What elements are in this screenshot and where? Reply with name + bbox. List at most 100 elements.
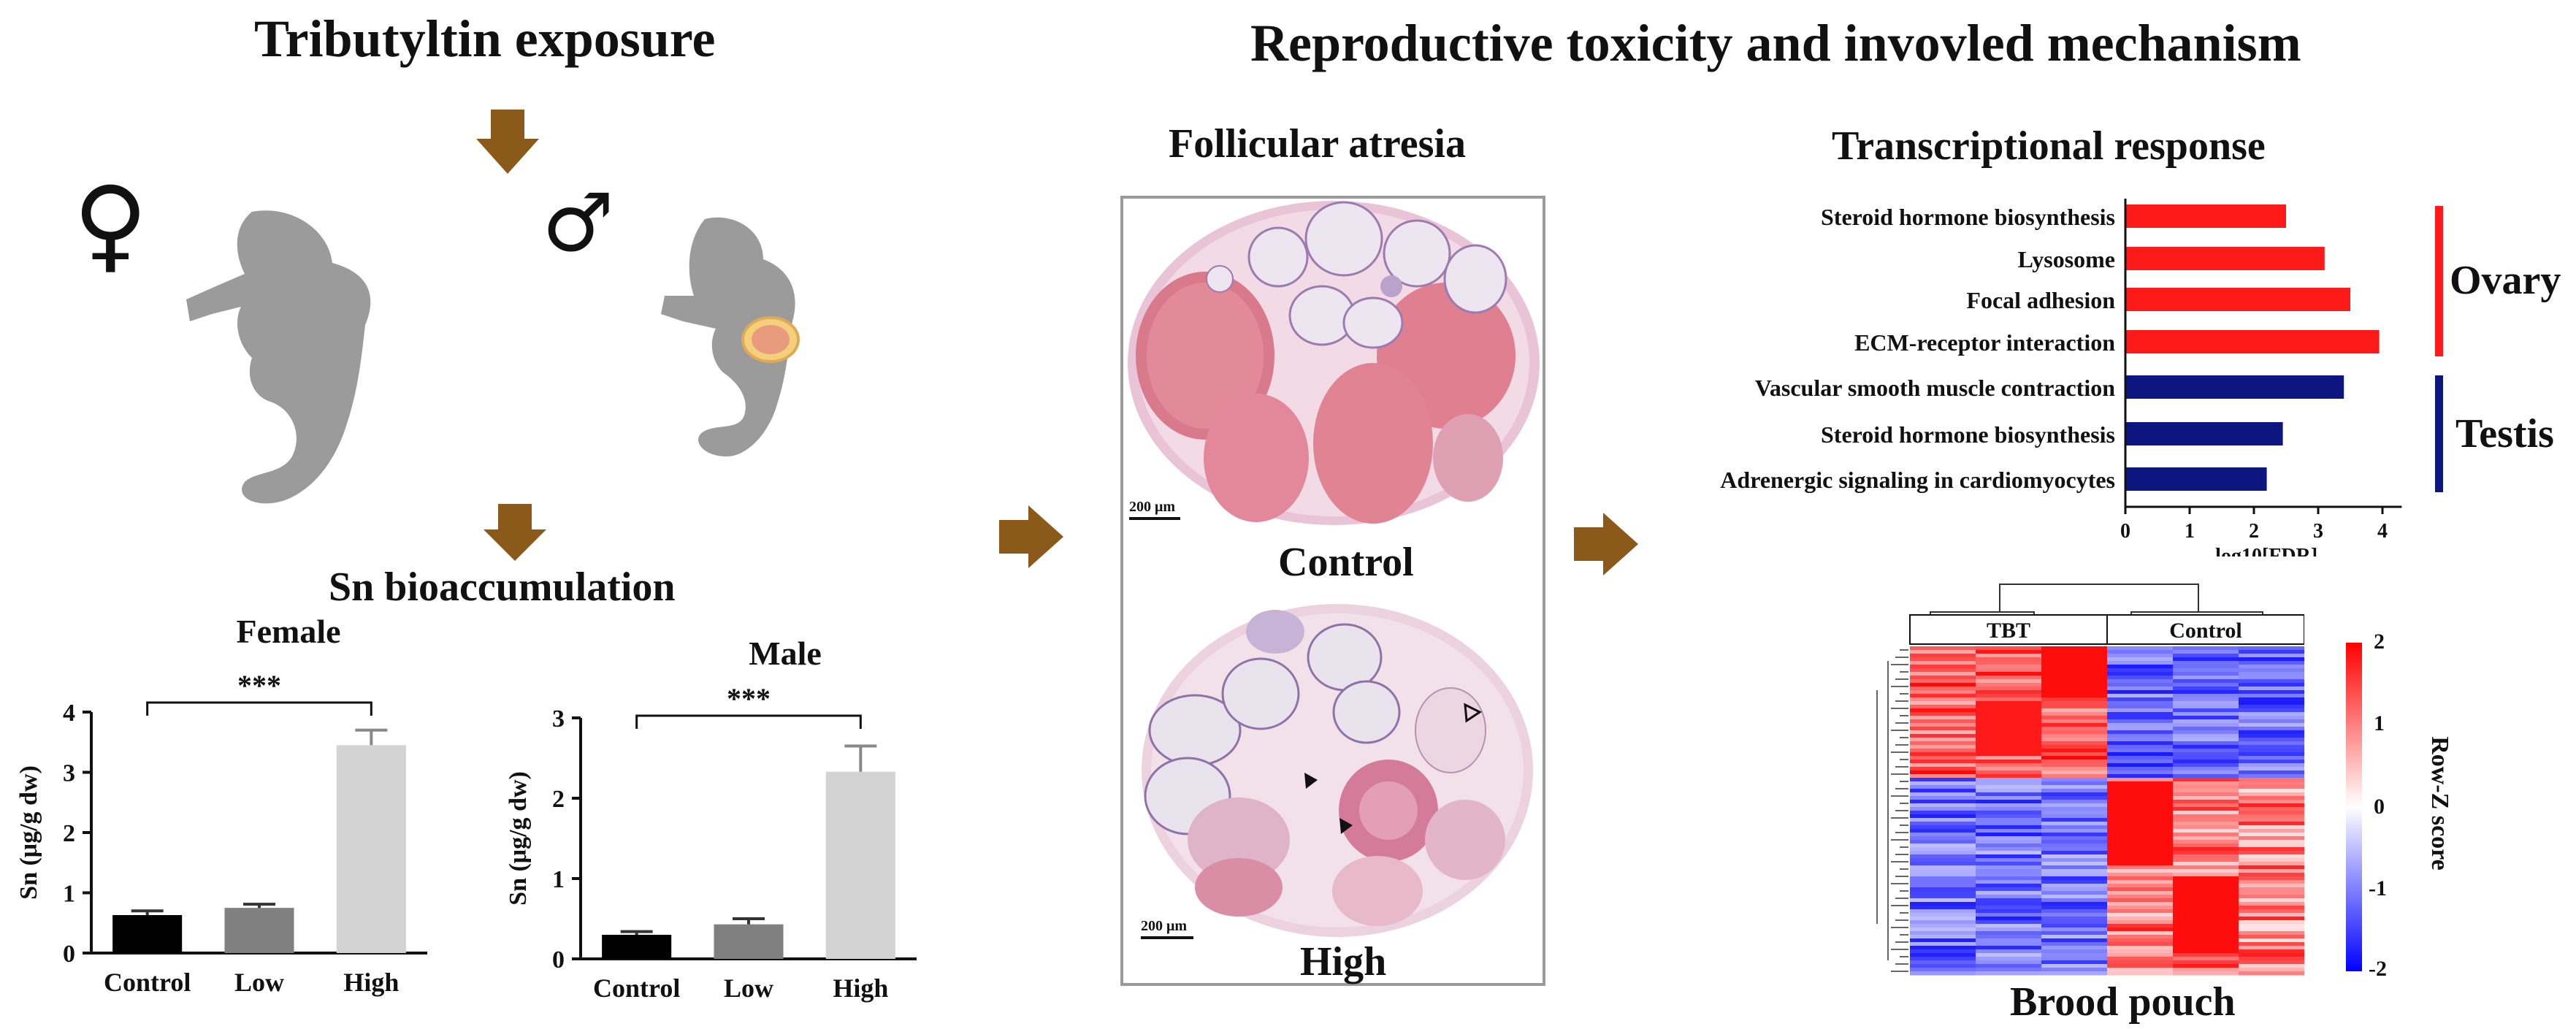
- heatmap-cell: [2041, 789, 2108, 793]
- heatmap-cell: [1976, 672, 2042, 676]
- heatmap-cell: [2239, 840, 2304, 844]
- pathway-label: Steroid hormone biosynthesis: [1821, 421, 2115, 448]
- heatmap-cell: [1976, 847, 2042, 852]
- heatmap-cell: [2173, 880, 2239, 884]
- group-header-tbt: [1909, 614, 2108, 645]
- heatmap-cell: [2041, 854, 2108, 859]
- heatmap-cell: [2239, 672, 2304, 676]
- heatmap-cell: [2239, 723, 2304, 727]
- heatmap-cell: [2107, 851, 2174, 855]
- heatmap-cell: [2041, 686, 2108, 691]
- heatmap-cell: [1910, 661, 1976, 665]
- heatmap-cell: [1910, 902, 1976, 906]
- scale-tick-neg2: -2: [2369, 957, 2387, 981]
- heatmap-cell: [2239, 913, 2304, 917]
- x-tick-label: 2: [2249, 520, 2259, 543]
- heatmap-cell: [2239, 814, 2304, 819]
- heatmap-cell: [2107, 829, 2174, 833]
- heatmap-cell: [2173, 785, 2239, 789]
- heatmap-cell: [1910, 971, 1976, 976]
- heatmap-cell: [2173, 650, 2239, 654]
- heatmap-cell: [2107, 869, 2174, 873]
- heatmap-cell: [2041, 869, 2108, 873]
- heatmap-cell: [2107, 836, 2174, 841]
- heatmap-cell: [1910, 906, 1976, 910]
- heatmap-cell: [2239, 745, 2304, 749]
- heatmap-cell: [2173, 938, 2239, 943]
- heatmap-cell: [2041, 931, 2108, 936]
- heatmap-cell: [1976, 854, 2042, 859]
- heatmap-cell: [2107, 847, 2174, 852]
- heatmap-cell: [2041, 814, 2108, 819]
- heatmap-cell: [2107, 818, 2174, 822]
- heatmap-cell: [2041, 778, 2108, 782]
- heatmap-cell: [2239, 946, 2304, 950]
- heatmap-cell: [2239, 756, 2304, 760]
- heatmap-cell: [1910, 891, 1976, 895]
- heatmap-cell: [2173, 716, 2239, 720]
- heatmap-cell: [2041, 876, 2108, 881]
- heatmap-cell: [1910, 942, 1976, 946]
- heatmap-cell: [1976, 873, 2042, 877]
- heatmap-cell: [2173, 701, 2239, 705]
- heatmap-cell: [2107, 957, 2174, 961]
- heatmap-cell: [2107, 697, 2174, 702]
- heatmap-cell: [2173, 789, 2239, 793]
- heatmap-cell: [2041, 683, 2108, 687]
- heatmap-cell: [1910, 825, 1976, 830]
- heatmap-cell: [1976, 719, 2042, 724]
- heatmap-cell: [1910, 738, 1976, 742]
- heatmap-cell: [2173, 887, 2239, 892]
- significance-stars: ***: [237, 669, 281, 702]
- scale-tick-neg1: -1: [2369, 876, 2387, 900]
- high-section-image: [1142, 604, 1533, 937]
- heatmap-cell: [1910, 792, 1976, 797]
- heatmap-cell: [1910, 690, 1976, 695]
- heatmap-cell: [2173, 949, 2239, 954]
- heatmap-cell: [2239, 730, 2304, 735]
- heatmap-cell: [1976, 800, 2042, 804]
- enrichment-bar: [2125, 422, 2283, 445]
- heatmap-cell: [2041, 701, 2108, 705]
- heatmap-cell: [2107, 964, 2174, 968]
- heatmap-cell: [2173, 931, 2239, 936]
- heatmap-cell: [2239, 825, 2304, 830]
- heatmap-cell: [2239, 895, 2304, 899]
- heatmap-cell: [2239, 734, 2304, 738]
- heatmap-cell: [2173, 767, 2239, 771]
- heatmap-cell: [1976, 960, 2042, 965]
- pathway-label: ECM-receptor interaction: [1854, 329, 2115, 356]
- heatmap-cell: [1976, 763, 2042, 768]
- heatmap-cell: [1910, 920, 1976, 925]
- heatmap-cell: [1910, 719, 1976, 724]
- heatmap-cell: [1976, 949, 2042, 954]
- heatmap-cell: [1910, 887, 1976, 892]
- heatmap-cell: [1910, 873, 1976, 877]
- heatmap-cell: [2107, 887, 2174, 892]
- y-tick-label: 1: [552, 866, 565, 893]
- heatmap-cell: [2041, 851, 2108, 855]
- heatmap-cell: [2239, 833, 2304, 837]
- heatmap-cell: [2239, 829, 2304, 833]
- heatmap-cell: [2173, 829, 2239, 833]
- histology-frame: [1120, 196, 1545, 986]
- bar-control: [602, 935, 672, 959]
- heatmap-cell: [2173, 847, 2239, 852]
- heatmap-cell: [2107, 884, 2174, 888]
- pathway-label: Lysosome: [2018, 246, 2115, 272]
- heatmap-cell: [1910, 814, 1976, 819]
- heatmap-cell: [2107, 690, 2174, 695]
- heatmap-cell: [1976, 880, 2042, 884]
- heatmap-cell: [1910, 895, 1976, 899]
- heatmap-cell: [2041, 800, 2108, 804]
- heatmap-cell: [1910, 686, 1976, 691]
- heatmap-cell: [1976, 646, 2042, 651]
- heatmap-cell: [1910, 829, 1976, 833]
- heatmap-cell: [2107, 968, 2174, 972]
- heatmap-cell: [2041, 833, 2108, 837]
- heatmap-cell: [1910, 705, 1976, 709]
- heatmap-cell: [1910, 884, 1976, 888]
- heatmap-cell: [2173, 858, 2239, 862]
- heatmap-cell: [2173, 814, 2239, 819]
- heatmap-cell: [2173, 960, 2239, 965]
